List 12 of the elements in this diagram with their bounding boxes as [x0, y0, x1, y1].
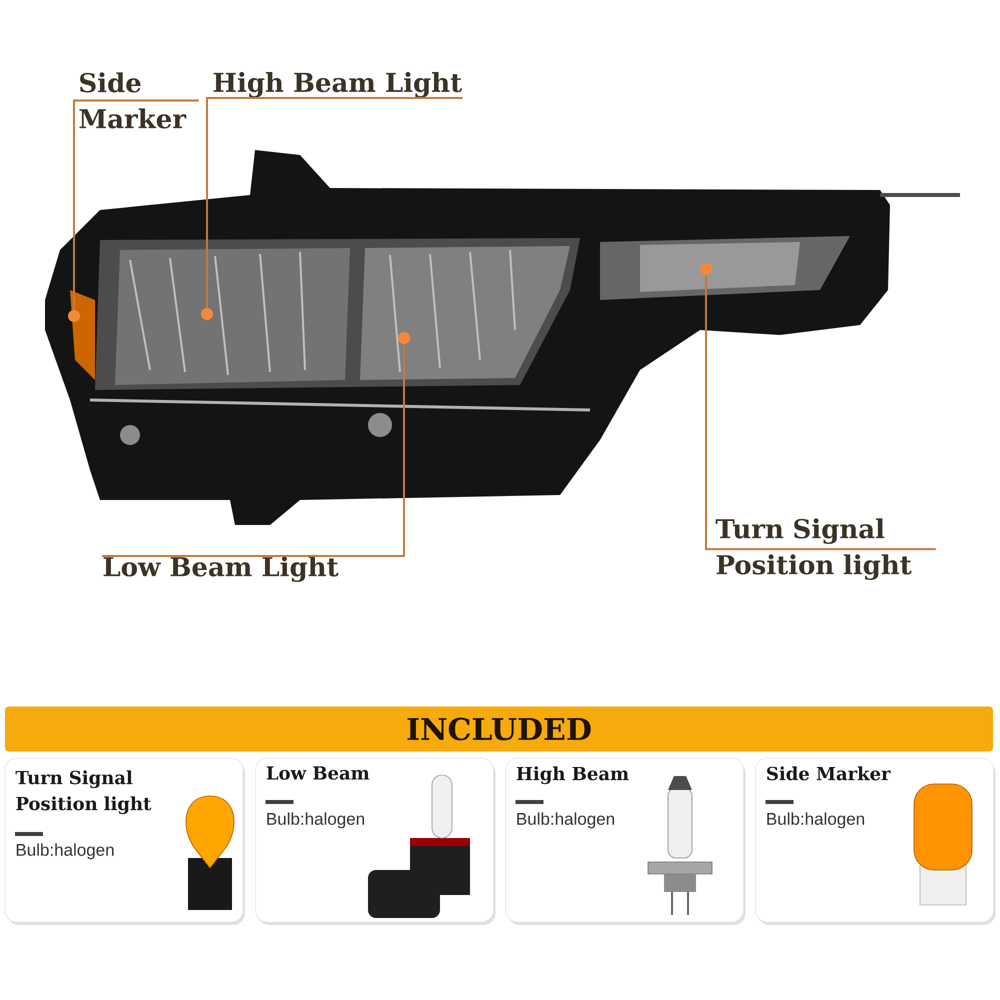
marker-dot	[201, 308, 213, 320]
callout-label: High Beam Light	[214, 72, 462, 98]
marker-dot	[398, 332, 410, 344]
marker-dot	[700, 263, 712, 275]
callout-label: Low Beam Light	[104, 556, 338, 582]
callout-label: Side Marker	[80, 72, 186, 129]
leader-line	[206, 97, 463, 308]
section-banner: INCLUDED	[5, 706, 994, 752]
leader-line	[102, 344, 405, 557]
callout-label: Turn Signal Position light	[716, 518, 912, 580]
leader-line	[705, 275, 936, 550]
marker-dot	[68, 310, 80, 322]
